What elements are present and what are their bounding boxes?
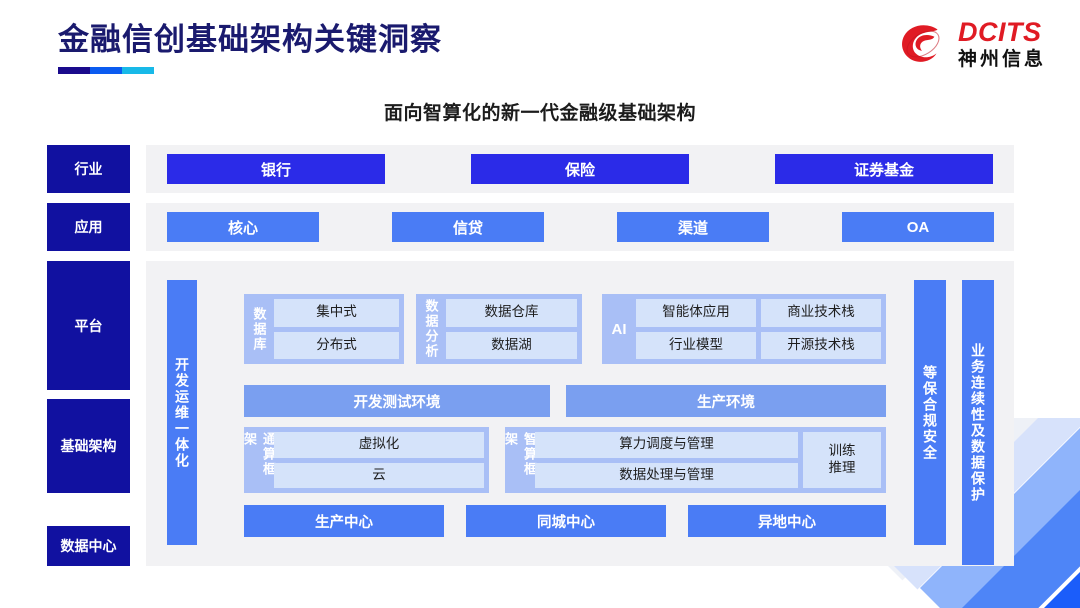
dc-box-metro-center[interactable]: 同城中心 <box>466 505 666 537</box>
cell-data-lake[interactable]: 数据湖 <box>446 331 577 359</box>
cell-virtualization[interactable]: 虚拟化 <box>274 432 484 458</box>
right-bar-compliance-security[interactable]: 等保合规安全 <box>914 280 946 545</box>
logo-en-text: DCITS <box>957 17 1042 47</box>
compliance-security-label: 等保合规安全 <box>922 364 938 461</box>
page-title: 金融信创基础架构关键洞察 <box>58 22 442 57</box>
general-compute-framework-label: 通算框架 <box>242 432 276 477</box>
group-general-compute-framework[interactable]: 通算框架 虚拟化 云 <box>242 427 489 493</box>
cell-data-warehouse[interactable]: 数据仓库 <box>446 299 577 327</box>
right-bar-business-continuity[interactable]: 业务连续性及数据保护 <box>962 280 994 565</box>
group-data-analysis-label: 数据分析 <box>423 299 439 359</box>
group-ai-label: AI <box>611 320 627 338</box>
dcits-logo: DCITS 神州信息 <box>897 18 1046 70</box>
cell-industry-model[interactable]: 行业模型 <box>636 331 756 359</box>
accent-seg-1 <box>58 67 90 74</box>
group-data-analysis[interactable]: 数据分析 数据仓库 数据湖 <box>416 294 582 364</box>
devops-label: 开发运维一体化 <box>174 356 190 469</box>
stage-label-datacenter: 数据中心 <box>47 526 130 566</box>
dcits-swirl-icon <box>902 25 940 62</box>
application-box-core[interactable]: 核心 <box>167 212 319 242</box>
accent-seg-2 <box>90 67 122 74</box>
industry-box-insurance[interactable]: 保险 <box>471 154 689 184</box>
diagram-subtitle: 面向智算化的新一代金融级基础架构 <box>383 103 696 124</box>
application-box-oa[interactable]: OA <box>842 212 994 242</box>
business-continuity-label: 业务连续性及数据保护 <box>970 342 986 503</box>
cell-train-inference[interactable]: 训练 推理 <box>803 432 881 488</box>
industry-box-securities[interactable]: 证券基金 <box>775 154 993 184</box>
intelligent-compute-cells: 算力调度与管理 数据处理与管理 <box>535 432 798 488</box>
env-box-dev-test[interactable]: 开发测试环境 <box>244 385 550 417</box>
title-accent-bar <box>58 67 154 74</box>
stage-label-industry: 行业 <box>47 145 130 193</box>
group-database[interactable]: 数据库 集中式 分布式 <box>244 294 404 364</box>
application-box-channel[interactable]: 渠道 <box>617 212 769 242</box>
industry-box-bank[interactable]: 银行 <box>167 154 385 184</box>
cell-data-processing[interactable]: 数据处理与管理 <box>535 462 798 488</box>
application-box-credit[interactable]: 信贷 <box>392 212 544 242</box>
intelligent-compute-framework-label: 智算框架 <box>503 432 537 477</box>
cell-cloud[interactable]: 云 <box>274 462 484 488</box>
cell-agent-application[interactable]: 智能体应用 <box>636 299 756 327</box>
logo-cn-text: 神州信息 <box>957 49 1046 70</box>
title-block: 金融信创基础架构关键洞察 <box>58 20 442 74</box>
group-intelligent-compute-framework[interactable]: 智算框架 算力调度与管理 数据处理与管理 训练 推理 <box>503 427 886 493</box>
stage-label-infrastructure: 基础架构 <box>47 399 130 493</box>
stage-label-platform: 平台 <box>47 261 130 390</box>
group-database-cells: 集中式 分布式 <box>274 299 399 359</box>
cell-opensource-stack[interactable]: 开源技术栈 <box>761 331 881 359</box>
cell-distributed[interactable]: 分布式 <box>274 331 399 359</box>
cell-centralized[interactable]: 集中式 <box>274 299 399 327</box>
cell-compute-scheduling[interactable]: 算力调度与管理 <box>535 432 798 458</box>
group-ai-cells: 智能体应用 商业技术栈 行业模型 开源技术栈 <box>636 299 881 359</box>
devops-vertical-bar[interactable]: 开发运维一体化 <box>167 280 197 545</box>
group-data-analysis-cells: 数据仓库 数据湖 <box>446 299 577 359</box>
general-compute-cells: 虚拟化 云 <box>274 432 484 488</box>
dc-box-production-center[interactable]: 生产中心 <box>244 505 444 537</box>
dc-box-remote-center[interactable]: 异地中心 <box>688 505 886 537</box>
cell-commercial-stack[interactable]: 商业技术栈 <box>761 299 881 327</box>
accent-seg-3 <box>122 67 154 74</box>
env-box-production[interactable]: 生产环境 <box>566 385 886 417</box>
logo-text: DCITS 神州信息 <box>957 17 1046 70</box>
stage-label-application: 应用 <box>47 203 130 251</box>
group-ai[interactable]: AI 智能体应用 商业技术栈 行业模型 开源技术栈 <box>602 294 886 364</box>
group-database-label: 数据库 <box>251 306 267 352</box>
